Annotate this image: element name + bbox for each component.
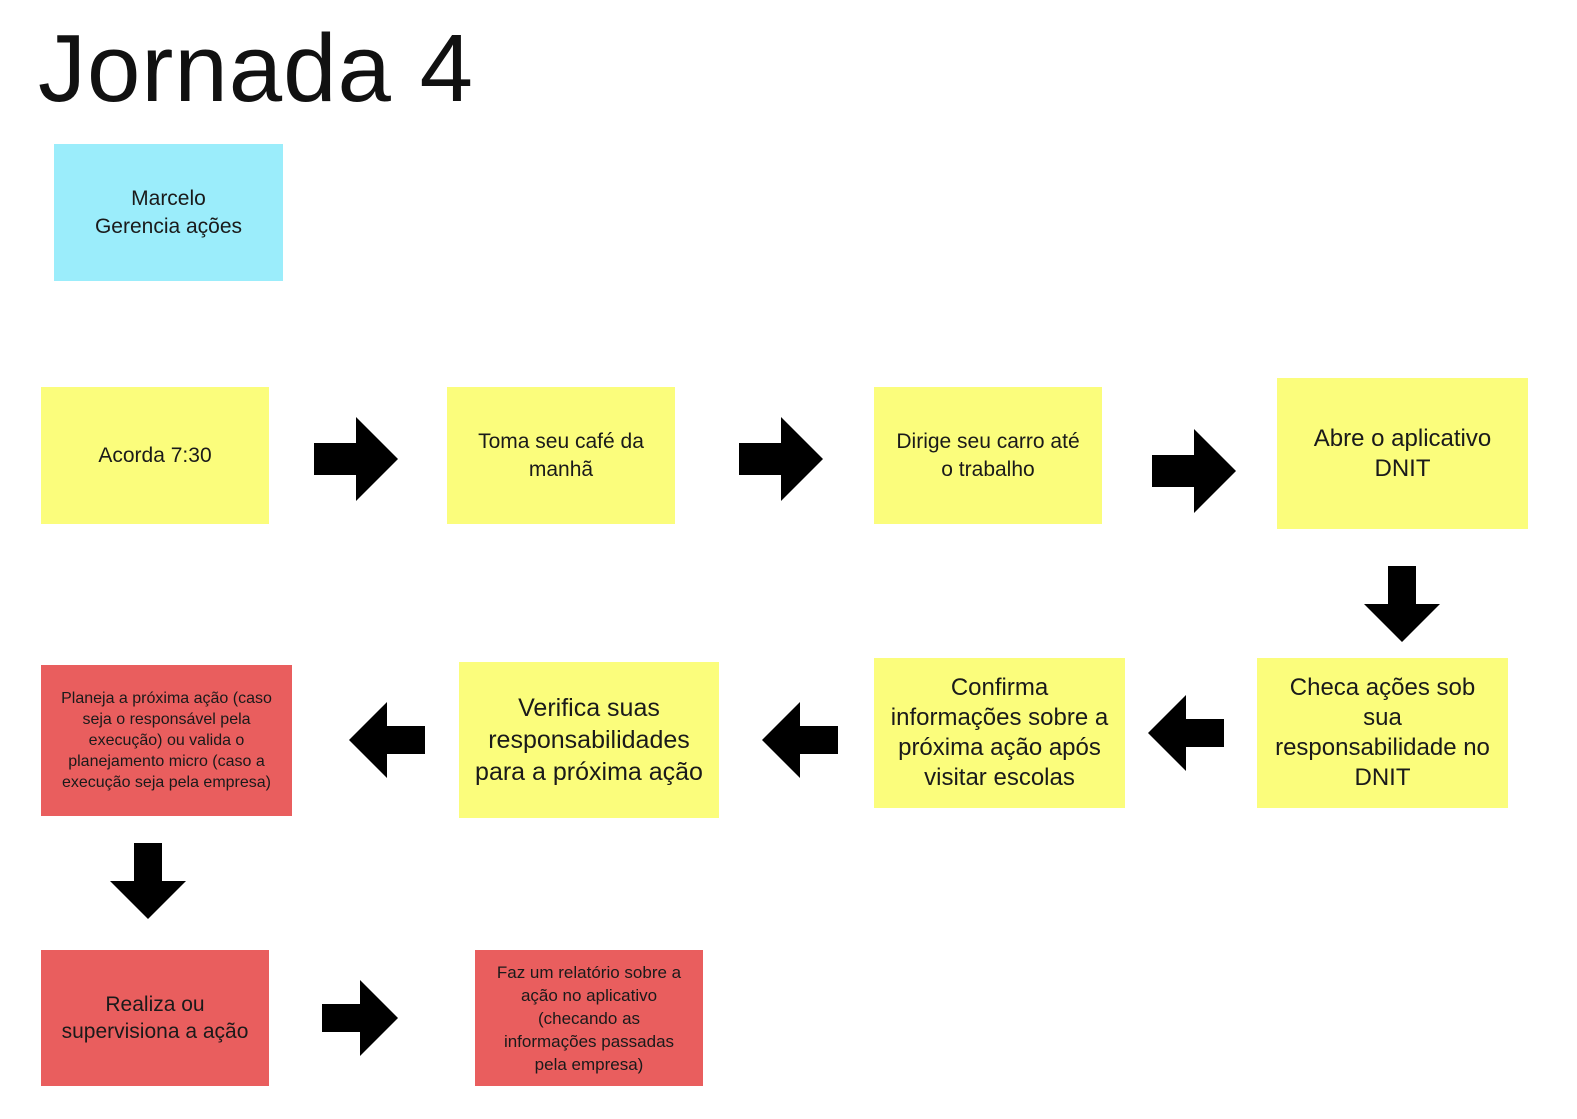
step-confirma-text: Confirma informações sobre a próxima açã… [890,674,1109,791]
arrow-right-icon [322,980,398,1056]
step-abre: Abre o aplicativo DNIT [1277,378,1528,529]
step-dirige-text: Dirige seu carro até o trabalho [896,429,1080,481]
page-title: Jornada 4 [38,15,474,122]
step-verifica: Verifica suas responsabilidades para a p… [459,662,719,818]
step-planeja: Planeja a próxima ação (caso seja o resp… [41,665,292,816]
step-relatorio-text: Faz um relatório sobre a ação no aplicat… [496,962,682,1074]
step-checa-text: Checa ações sob sua responsabilidade no … [1275,674,1490,791]
arrow-left-icon [762,702,838,778]
step-acorda-text: Acorda 7:30 [98,443,212,467]
step-acorda: Acorda 7:30 [41,387,269,524]
step-confirma: Confirma informações sobre a próxima açã… [874,658,1125,808]
arrow-down-icon [1364,566,1440,642]
persona-text: Marcelo Gerencia ações [94,186,243,238]
step-cafe-text: Toma seu café da manhã [478,429,644,481]
step-abre-text: Abre o aplicativo DNIT [1313,424,1492,482]
step-verifica-text: Verifica suas responsabilidades para a p… [475,694,703,786]
step-relatorio: Faz um relatório sobre a ação no aplicat… [475,950,703,1086]
persona-card: Marcelo Gerencia ações [54,144,283,281]
step-planeja-text: Planeja a próxima ação (caso seja o resp… [61,690,272,791]
step-checa: Checa ações sob sua responsabilidade no … [1257,658,1508,808]
arrow-left-icon [1148,695,1224,771]
arrow-down-icon [110,843,186,919]
arrow-right-icon [314,417,398,501]
step-cafe: Toma seu café da manhã [447,387,675,524]
arrow-right-icon [1152,429,1236,513]
step-realiza: Realiza ou supervisiona a ação [41,950,269,1086]
arrow-left-icon [349,702,425,778]
step-realiza-text: Realiza ou supervisiona a ação [61,993,249,1043]
step-dirige: Dirige seu carro até o trabalho [874,387,1102,524]
arrow-right-icon [739,417,823,501]
